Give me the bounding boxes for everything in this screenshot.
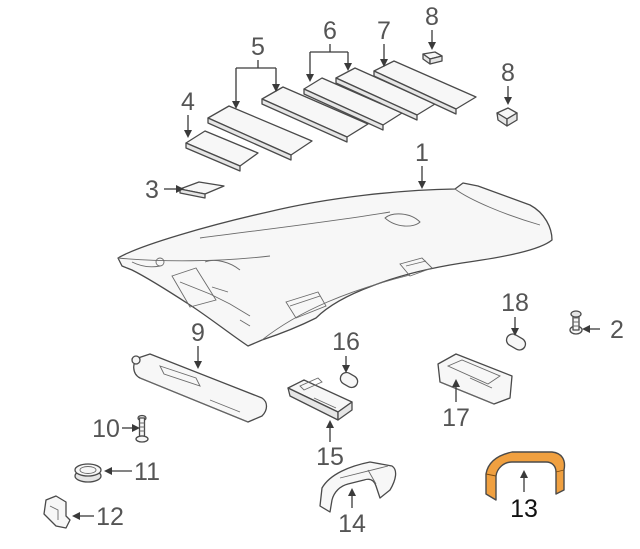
part-16-bulb	[339, 371, 359, 389]
part-3-pad	[179, 181, 225, 199]
part-14-handle	[319, 461, 397, 513]
part-18-bulb	[505, 333, 527, 351]
part-2-screw	[569, 310, 583, 335]
part-10-screw	[135, 414, 149, 443]
part-11-cap	[74, 463, 102, 483]
callout-14: 14	[338, 510, 366, 538]
part-15-lamp	[287, 377, 353, 421]
part-17-lamp-housing	[437, 353, 513, 405]
callout-1: 1	[415, 139, 429, 167]
part-7-pad	[373, 60, 477, 115]
part-1-headliner	[117, 182, 553, 347]
callout-12: 12	[96, 503, 124, 531]
callout-10: 10	[92, 415, 120, 443]
callout-9: 9	[191, 319, 205, 347]
part-4-pad	[185, 130, 259, 172]
callout-8-right: 8	[501, 59, 515, 87]
callout-13: 13	[510, 495, 538, 523]
callout-8-top: 8	[425, 3, 439, 31]
part-5-pads	[207, 86, 369, 161]
leader-lines	[72, 30, 600, 520]
part-8-clip-right	[496, 107, 518, 127]
callout-7: 7	[377, 17, 391, 45]
part-9-sun-visor	[131, 353, 268, 423]
callout-17: 17	[442, 404, 470, 432]
callout-15: 15	[316, 443, 344, 471]
callout-4: 4	[181, 88, 195, 116]
part-8-clip-top	[422, 51, 443, 65]
callout-11: 11	[134, 458, 160, 486]
callout-2: 2	[610, 316, 624, 344]
callout-6: 6	[323, 17, 337, 45]
part-12-holder	[43, 495, 71, 529]
callout-16: 16	[332, 328, 360, 356]
callout-5: 5	[251, 33, 265, 61]
callout-3: 3	[145, 176, 159, 204]
callout-18: 18	[501, 289, 529, 317]
part-13-assist-grip	[485, 451, 566, 501]
callout-labels: 1 2 3 4 5 6 7 8 8 9 10 11 12 13 14 15 16…	[92, 3, 624, 538]
